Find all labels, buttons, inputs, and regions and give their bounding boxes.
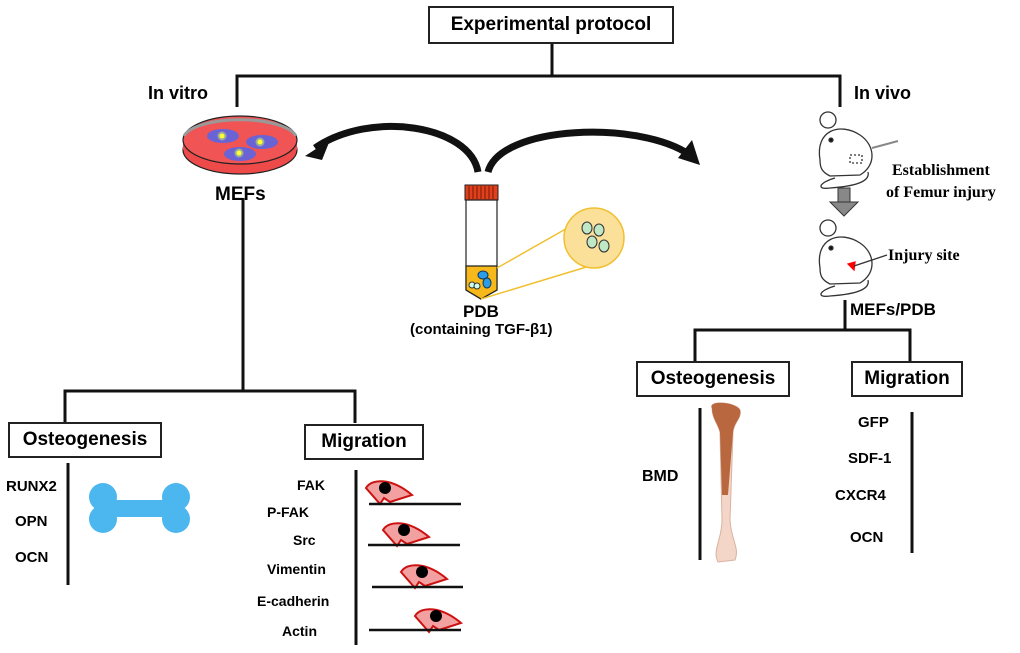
title-text: Experimental protocol [450,14,652,35]
box-label: Osteogenesis [650,368,776,389]
marker-e-cadherin: E-cadherin [257,593,330,609]
petri-dish-icon [182,115,298,175]
marker-runx2: RUNX2 [6,478,57,495]
marker-opn: OPN [15,513,48,530]
pdb-sublabel: (containing TGF-β1) [410,321,553,338]
experimental-protocol-title: Experimental protocol [428,6,674,44]
in-vivo-label: In vivo [854,83,912,103]
box-label: Migration [864,368,950,389]
migrating-cells [364,480,464,634]
femur-injury-step: Establishment [892,162,990,179]
down-arrow-icon [828,187,860,217]
bone-icon [89,483,190,533]
migrating-cell-icon [364,480,461,506]
arrow-to-in-vitro [305,122,482,173]
box-label: Osteogenesis [22,429,148,450]
in-vitro-osteogenesis-box: Osteogenesis [8,422,162,458]
marker-actin: Actin [282,623,317,639]
pdb-tube-icon [464,184,625,300]
treatment-label: MEFs/PDB [850,300,936,319]
mouse-injured-icon [818,219,888,297]
marker-fak: FAK [297,477,325,493]
box-label: Migration [321,431,407,452]
marker-p-fak: P-FAK [267,504,309,520]
mefs-label: MEFs [215,184,266,205]
pdb-label: PDB [463,302,499,321]
injury-site-label: Injury site [888,247,960,264]
mouse-icon [818,111,899,189]
in-vitro-migration-box: Migration [304,424,424,460]
femur-icon [711,402,741,563]
migrating-cell-icon [368,522,460,548]
migrating-cell-icon [372,564,463,590]
in-vitro-label: In vitro [148,83,209,103]
marker-ocn-vivo: OCN [850,529,884,546]
marker-ocn: OCN [15,549,49,566]
marker-src: Src [293,532,316,548]
marker-bmd: BMD [642,468,679,485]
in-vivo-migration-box: Migration [851,361,963,397]
in-vivo-osteogenesis-box: Osteogenesis [636,361,790,397]
femur-injury-step-2: of Femur injury [886,184,996,201]
marker-cxcr4: CXCR4 [835,487,886,504]
marker-vimentin: Vimentin [267,561,326,577]
marker-gfp: GFP [858,414,889,431]
connector-lines [63,42,914,645]
migrating-cell-icon [369,608,464,634]
arrow-to-in-vivo [484,128,700,174]
marker-sdf-1: SDF-1 [848,450,892,467]
